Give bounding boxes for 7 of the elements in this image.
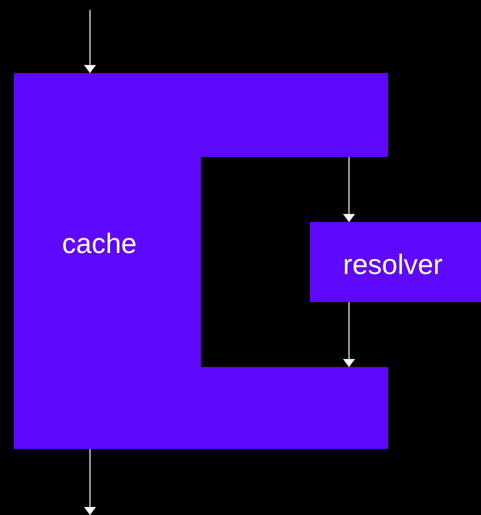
- node-label: resolver: [343, 249, 443, 281]
- arrow: [345, 156, 353, 222]
- arrow: [86, 448, 94, 515]
- process-box: [310, 222, 481, 302]
- arrow: [345, 302, 353, 368]
- node-label: cache: [62, 228, 137, 260]
- arrow: [86, 10, 94, 74]
